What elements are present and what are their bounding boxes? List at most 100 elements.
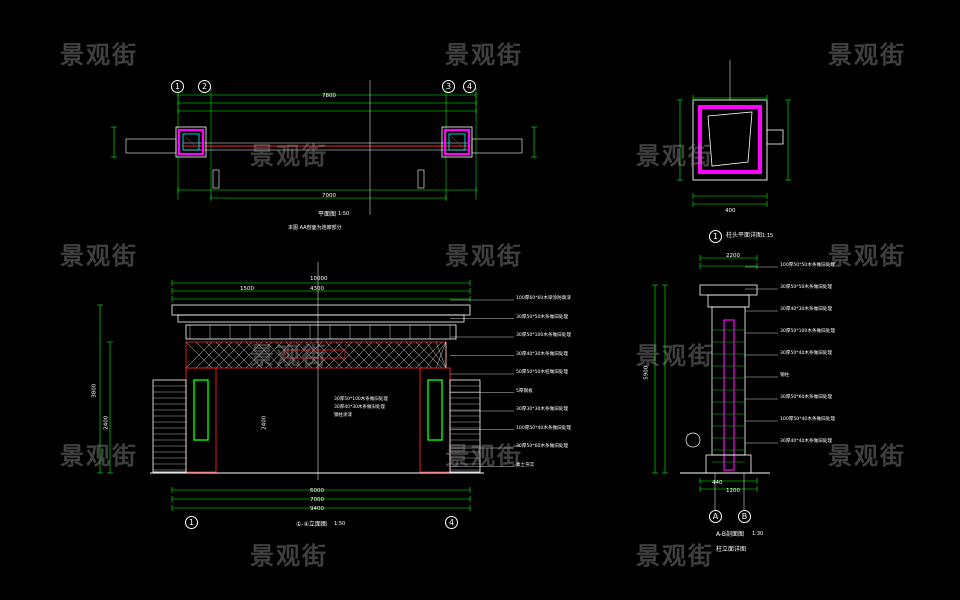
elevation-lattice xyxy=(285,341,313,369)
plan-bench xyxy=(417,169,425,189)
section-stone xyxy=(685,432,701,448)
elevation-signboard xyxy=(284,349,346,359)
callout-label: 100厚60*60木梁涂防腐漆 xyxy=(516,296,571,301)
elevation-lattice xyxy=(345,341,373,369)
elevation-top-dimension: 10000 xyxy=(310,276,328,282)
elevation-lattice xyxy=(185,341,213,369)
elevation-lattice xyxy=(225,341,253,369)
elevation-lattice xyxy=(205,341,233,369)
elevation-lattice xyxy=(235,341,263,369)
detail-scale: 1:15 xyxy=(762,233,774,239)
callout-label: 30厚40*30木条做旧处理 xyxy=(780,307,832,312)
detail-dimension: 400 xyxy=(725,208,736,214)
elevation-lattice xyxy=(295,341,323,369)
callout-label: 50厚50*50木桩做旧处理 xyxy=(516,370,568,375)
elevation-column-ornament xyxy=(193,379,209,441)
pillar-hatch xyxy=(443,128,471,156)
plan-scale: 1:50 xyxy=(338,211,350,217)
elevation-brick-wall xyxy=(152,379,187,473)
callout-label: 100厚50*40木条做旧处理 xyxy=(516,425,571,431)
elevation-height-dimension: 3800 xyxy=(91,383,98,398)
elevation-column-ornament xyxy=(427,379,443,441)
callout-label: 100厚50*50木条做旧处理 xyxy=(780,263,835,268)
plan-inner-dimension: 7000 xyxy=(322,193,336,199)
detail-stub xyxy=(766,129,784,145)
detail-title: 柱头平面详图 xyxy=(726,232,763,239)
grid-bubble: 4 xyxy=(445,516,458,529)
elevation-lattice xyxy=(305,341,333,369)
callout-label: 30厚50*40木条做旧处理 xyxy=(780,351,832,356)
callout-label: 30厚50*100木条做旧处理 xyxy=(780,329,835,334)
section-column xyxy=(711,306,746,456)
grid-bubble: B xyxy=(738,510,751,523)
section-scale: 1:30 xyxy=(752,531,764,537)
plan-note: 本图 AA剖面为连廊部分 xyxy=(288,225,342,231)
elevation-lattice xyxy=(365,341,393,369)
section-bottom-dimension: 440 xyxy=(712,480,723,486)
elevation-lattice xyxy=(435,341,447,369)
grid-bubble: 1 xyxy=(185,516,198,529)
section-top-dimension: 2200 xyxy=(726,253,740,259)
section-steel-core xyxy=(723,319,735,471)
callout-label: 30厚50*60木条做旧处理 xyxy=(516,444,568,449)
plan-title: 平面图 xyxy=(318,211,337,218)
elevation-lattice xyxy=(335,341,363,369)
elevation-column-right xyxy=(419,367,451,473)
detail-outer xyxy=(692,99,768,181)
elevation-inner-callout: 钢柱涂漆 xyxy=(334,413,352,418)
elevation-lattice xyxy=(395,341,423,369)
callout-label: 30厚40*40木条做旧处理 xyxy=(780,439,832,444)
elevation-height-dimension: 2400 xyxy=(103,415,110,430)
callout-label: 30厚50*60木条做旧处理 xyxy=(780,395,832,400)
callout-label: 素土夯实 xyxy=(516,462,535,468)
section-head xyxy=(707,294,750,308)
callout-label: 30厚50*50木条做旧处理 xyxy=(780,285,832,290)
elevation-column-left xyxy=(185,367,217,473)
callout-label: 5厚钢板 xyxy=(516,388,533,394)
elevation-lattice xyxy=(385,341,413,369)
elevation-lattice xyxy=(195,341,223,369)
elevation-lattice xyxy=(275,341,303,369)
callout-label: 30厚40*30木条做旧处理 xyxy=(516,351,568,357)
grid-bubble: 3 xyxy=(442,80,455,93)
elevation-top-dimension: 4300 xyxy=(310,286,324,292)
elevation-lattice-frame xyxy=(185,341,447,369)
plan-bench xyxy=(212,169,220,189)
section-subtitle: 柱立面详图 xyxy=(716,546,747,553)
plan-wall xyxy=(125,138,177,154)
elevation-lattice xyxy=(325,341,353,369)
elevation-lattice xyxy=(355,341,383,369)
elevation-top-dimension: 1500 xyxy=(240,286,254,292)
grid-bubble: 1 xyxy=(709,230,722,243)
elevation-lattice xyxy=(245,341,273,369)
elevation-scale: 1:50 xyxy=(334,521,346,527)
callout-label: 30厚50*50木条做旧处理 xyxy=(516,314,568,320)
elevation-brick-wall xyxy=(449,379,481,473)
elevation-frieze xyxy=(185,324,457,340)
callout-label: 30厚50*100木条做旧处理 xyxy=(516,333,571,338)
elevation-lattice xyxy=(375,341,403,369)
elevation-lattice xyxy=(265,341,293,369)
detail-hatch xyxy=(698,105,762,174)
elevation-lattice xyxy=(425,341,447,369)
callout-label: 100厚50*40木条做旧处理 xyxy=(780,417,835,422)
elevation-lattice xyxy=(215,341,243,369)
elevation-inner-callout: 30厚40*30木条做旧处理 xyxy=(334,405,385,410)
elevation-bottom-dimension: 6000 xyxy=(310,488,324,494)
elevation-height-dimension: 2400 xyxy=(261,415,268,430)
pillar-diagonal xyxy=(448,133,466,151)
elevation-inner-callout: 30厚50*100木条做旧处理 xyxy=(334,397,388,402)
section-cap xyxy=(699,284,758,296)
elevation-bottom-dimension: 7000 xyxy=(310,497,324,503)
section-bottom-dimension: 1200 xyxy=(726,488,740,494)
grid-bubble: 2 xyxy=(198,80,211,93)
callout-label: 30厚30*30木条做旧处理 xyxy=(516,407,568,412)
plan-wall xyxy=(471,138,523,154)
elevation-title: ①-④立面图 xyxy=(296,521,327,528)
pillar-diagonal xyxy=(182,133,200,151)
elevation-lattice xyxy=(255,341,283,369)
elevation-top-beam xyxy=(171,304,471,316)
elevation-lattice xyxy=(315,341,343,369)
elevation-bottom-dimension: 9400 xyxy=(310,506,324,512)
